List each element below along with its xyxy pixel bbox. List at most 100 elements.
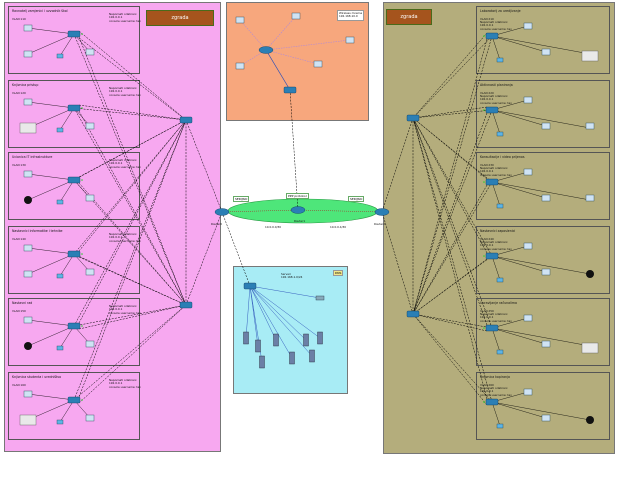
network-link xyxy=(221,209,299,213)
webcam-device[interactable] xyxy=(24,342,32,350)
pc-device[interactable] xyxy=(23,98,33,106)
wireless-router[interactable] xyxy=(258,46,274,54)
ip-phone-device[interactable] xyxy=(56,419,64,425)
server-device[interactable] xyxy=(303,333,309,347)
access-switch[interactable] xyxy=(485,32,499,40)
ip-phone-device[interactable] xyxy=(496,203,504,209)
network-link xyxy=(78,119,187,398)
laptop-device[interactable] xyxy=(541,340,551,348)
ip-phone-device[interactable] xyxy=(496,423,504,429)
pc-device[interactable] xyxy=(585,194,595,202)
ip-phone-device[interactable] xyxy=(56,199,64,205)
network-link xyxy=(78,110,187,306)
wireless-uplink-switch[interactable] xyxy=(283,86,297,94)
pc-device[interactable] xyxy=(23,24,33,32)
laptop-device[interactable] xyxy=(541,414,551,422)
router-left[interactable] xyxy=(214,208,230,216)
access-switch[interactable] xyxy=(67,396,81,404)
ip-phone-device[interactable] xyxy=(56,345,64,351)
pc-device[interactable] xyxy=(23,170,33,178)
router-right[interactable] xyxy=(374,208,390,216)
subnet-title: Nastavnici zaposlenici xyxy=(480,229,516,233)
access-switch[interactable] xyxy=(485,324,499,332)
access-switch[interactable] xyxy=(67,322,81,330)
subnet-title: Knjiznica kopiranja xyxy=(480,375,510,379)
server-printer[interactable] xyxy=(315,295,325,301)
printer-device[interactable] xyxy=(581,50,599,62)
ip-phone-device[interactable] xyxy=(56,127,64,133)
access-switch[interactable] xyxy=(67,176,81,184)
pc-device[interactable] xyxy=(23,390,33,398)
ip-phone-device[interactable] xyxy=(496,277,504,283)
server-device[interactable] xyxy=(317,331,323,345)
access-switch[interactable] xyxy=(485,398,499,406)
network-link xyxy=(491,327,501,353)
laptop-device[interactable] xyxy=(85,414,95,422)
server-device[interactable] xyxy=(289,351,295,365)
pc-device[interactable] xyxy=(523,96,533,104)
access-switch[interactable] xyxy=(67,250,81,258)
laptop-device[interactable] xyxy=(85,48,95,56)
laptop-device[interactable] xyxy=(85,194,95,202)
right-distribution-switch-1[interactable] xyxy=(406,114,420,122)
access-switch[interactable] xyxy=(485,252,499,260)
access-switch[interactable] xyxy=(485,106,499,114)
router-center[interactable] xyxy=(290,206,306,214)
pc-device[interactable] xyxy=(23,316,33,324)
network-link xyxy=(491,401,547,419)
laptop-device[interactable] xyxy=(541,194,551,202)
server-switch[interactable] xyxy=(243,282,257,290)
server-device[interactable] xyxy=(255,339,261,353)
pc-device[interactable] xyxy=(523,242,533,250)
ip-phone-device[interactable] xyxy=(496,131,504,137)
left-distribution-switch-1[interactable] xyxy=(179,116,193,124)
server-device[interactable] xyxy=(259,355,265,369)
wireless-client[interactable] xyxy=(313,60,323,68)
wireless-client[interactable] xyxy=(235,62,245,70)
network-link xyxy=(491,35,591,55)
access-switch[interactable] xyxy=(67,30,81,38)
printer-device[interactable] xyxy=(19,122,37,134)
left-distribution-switch-2[interactable] xyxy=(179,301,193,309)
server-device[interactable] xyxy=(273,333,279,347)
pc-device[interactable] xyxy=(23,50,33,58)
wireless-client[interactable] xyxy=(291,12,301,20)
ip-phone-device[interactable] xyxy=(56,273,64,279)
ip-phone-device[interactable] xyxy=(496,349,504,355)
webcam-device[interactable] xyxy=(586,270,594,278)
printer-device[interactable] xyxy=(581,342,599,354)
server-note: Serveri 192.168.1.0/24 xyxy=(281,272,303,280)
pc-device[interactable] xyxy=(523,314,533,322)
pc-device[interactable] xyxy=(23,244,33,252)
network-link xyxy=(412,112,488,315)
server-device[interactable] xyxy=(243,331,249,345)
subnet-vlan: VLAN 130 xyxy=(12,163,26,167)
printer-device[interactable] xyxy=(19,414,37,426)
laptop-device[interactable] xyxy=(541,268,551,276)
right-distribution-switch-2[interactable] xyxy=(406,310,420,318)
pc-device[interactable] xyxy=(523,22,533,30)
laptop-device[interactable] xyxy=(85,268,95,276)
pc-device[interactable] xyxy=(523,388,533,396)
laptop-device[interactable] xyxy=(541,48,551,56)
access-switch[interactable] xyxy=(485,178,499,186)
network-link xyxy=(381,117,414,213)
access-switch[interactable] xyxy=(67,104,81,112)
wireless-client[interactable] xyxy=(345,36,355,44)
pc-device[interactable] xyxy=(23,270,33,278)
pc-device[interactable] xyxy=(585,122,595,130)
subnet-vlan: VLAN 220 xyxy=(480,91,494,95)
network-link xyxy=(412,313,493,329)
webcam-device[interactable] xyxy=(24,196,32,204)
laptop-device[interactable] xyxy=(85,340,95,348)
webcam-device[interactable] xyxy=(586,416,594,424)
wan-tag-right: SERIJSKI xyxy=(348,196,365,202)
server-device[interactable] xyxy=(309,349,315,363)
laptop-device[interactable] xyxy=(541,122,551,130)
pc-device[interactable] xyxy=(523,168,533,176)
ip-phone-device[interactable] xyxy=(496,57,504,63)
wireless-client[interactable] xyxy=(235,16,245,24)
laptop-device[interactable] xyxy=(85,122,95,130)
ip-phone-device[interactable] xyxy=(56,53,64,59)
